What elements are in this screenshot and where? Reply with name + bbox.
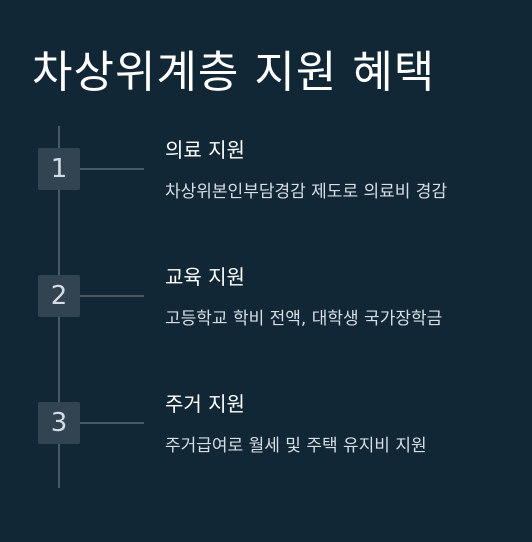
- step-number-badge: 1: [38, 148, 80, 190]
- step-number-badge: 2: [38, 275, 80, 317]
- step-title: 의료 지원: [165, 138, 245, 162]
- step-medical: 1 의료 지원 차상위본인부담경감 제도로 의료비 경감: [0, 138, 532, 238]
- step-title: 교육 지원: [165, 265, 245, 289]
- step-description: 주거급여로 월세 및 주택 유지비 지원: [165, 436, 427, 456]
- page-title: 차상위계층 지원 혜택: [32, 47, 436, 98]
- step-description: 고등학교 학비 전액, 대학생 국가장학금: [165, 309, 443, 329]
- step-connector: [80, 422, 144, 424]
- step-number-badge: 3: [38, 402, 80, 444]
- step-housing: 3 주거 지원 주거급여로 월세 및 주택 유지비 지원: [0, 392, 532, 492]
- step-connector: [80, 168, 144, 170]
- step-connector: [80, 295, 144, 297]
- step-description: 차상위본인부담경감 제도로 의료비 경감: [165, 182, 448, 202]
- step-title: 주거 지원: [165, 392, 245, 416]
- step-education: 2 교육 지원 고등학교 학비 전액, 대학생 국가장학금: [0, 265, 532, 365]
